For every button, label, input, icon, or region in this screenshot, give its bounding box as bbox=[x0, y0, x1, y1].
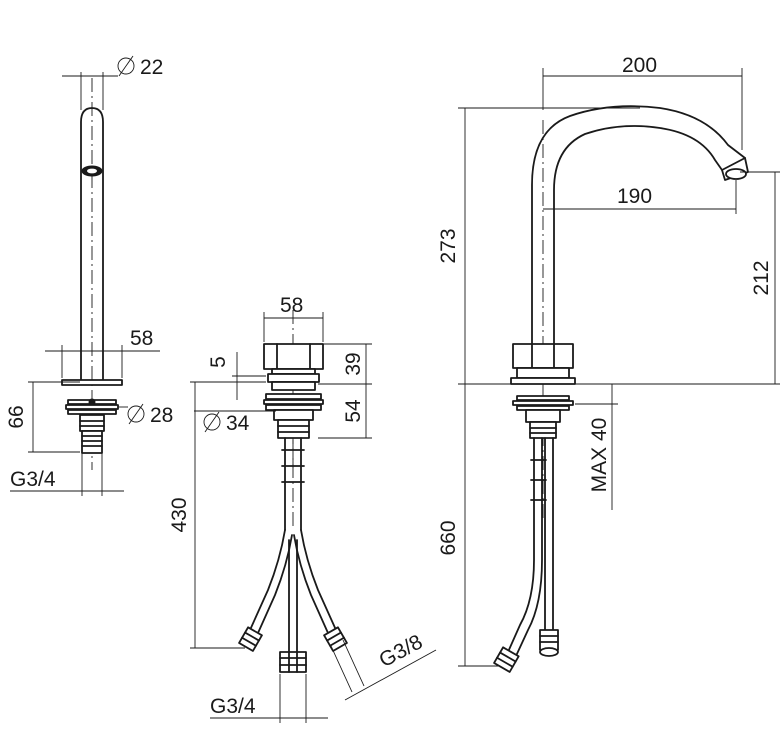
dim-outlet-height: 212 bbox=[740, 171, 780, 384]
gooseneck-spout bbox=[531, 105, 746, 345]
front-hoses bbox=[507, 437, 554, 657]
dim-body-diameter: 34 bbox=[194, 410, 276, 435]
side-view: 22 58 28 66 G3/4 bbox=[5, 55, 173, 496]
thread-stub bbox=[81, 430, 103, 454]
dim-thread: G3/4 bbox=[10, 452, 124, 496]
shank bbox=[79, 414, 105, 432]
front-view: 200 190 273 212 MAX 40 bbox=[437, 54, 780, 673]
dim-outlet-thread: G3/4 bbox=[210, 674, 328, 723]
front-rings bbox=[512, 395, 574, 439]
label-outlet-height: 212 bbox=[750, 260, 773, 295]
dim-hose-length: 430 bbox=[168, 381, 262, 649]
label-gap: 5 bbox=[207, 356, 230, 368]
label-cap-height: 39 bbox=[342, 352, 365, 375]
dim-inner-reach: 190 bbox=[543, 180, 737, 214]
dim-front-hose-length: 660 bbox=[437, 384, 500, 667]
label-inlet-thread: G3/8 bbox=[375, 630, 426, 672]
label-total-height: 273 bbox=[437, 228, 460, 263]
label-inner-reach: 190 bbox=[617, 185, 652, 208]
handle-cap bbox=[263, 343, 324, 370]
label-front-hose-length: 660 bbox=[437, 520, 460, 555]
dim-handle-body-height: 54 bbox=[318, 384, 372, 439]
dim-flange-diameter: 28 bbox=[118, 403, 173, 427]
flange-rings bbox=[65, 398, 119, 415]
label-max-deck: MAX 40 bbox=[588, 418, 611, 493]
label-body-height: 66 bbox=[5, 405, 28, 428]
label-thread: G3/4 bbox=[10, 468, 56, 491]
label-handle-body-height: 54 bbox=[342, 399, 365, 423]
dim-top-width: 58 bbox=[263, 294, 324, 342]
dim-body-height: 66 bbox=[5, 381, 80, 453]
label-top-width: 58 bbox=[280, 294, 303, 317]
front-base-block bbox=[512, 343, 574, 369]
label-spout-diameter: 22 bbox=[140, 56, 163, 79]
base-plate bbox=[61, 379, 123, 386]
dim-max-deck: MAX 40 bbox=[575, 384, 618, 510]
label-flange-diameter: 28 bbox=[150, 404, 173, 427]
dim-base-width: 58 bbox=[45, 327, 160, 378]
dim-spout-diameter: 22 bbox=[62, 55, 163, 110]
handle-rings bbox=[263, 381, 324, 439]
dim-reach: 200 bbox=[542, 54, 743, 150]
hoses bbox=[249, 437, 337, 653]
label-body-diameter: 34 bbox=[226, 412, 250, 435]
dim-cap-height: 39 bbox=[318, 343, 372, 385]
dim-gap: 5 bbox=[207, 352, 266, 400]
label-base-width: 58 bbox=[130, 327, 153, 350]
label-hose-length: 430 bbox=[168, 497, 191, 532]
label-reach: 200 bbox=[622, 54, 657, 77]
spout-tube bbox=[80, 107, 104, 381]
front-connectors bbox=[493, 629, 559, 673]
hose-connectors bbox=[238, 626, 348, 673]
dim-total-height: 273 bbox=[437, 107, 780, 385]
label-outlet-thread: G3/4 bbox=[210, 695, 256, 718]
handle-view: 58 5 34 39 54 bbox=[168, 294, 437, 723]
